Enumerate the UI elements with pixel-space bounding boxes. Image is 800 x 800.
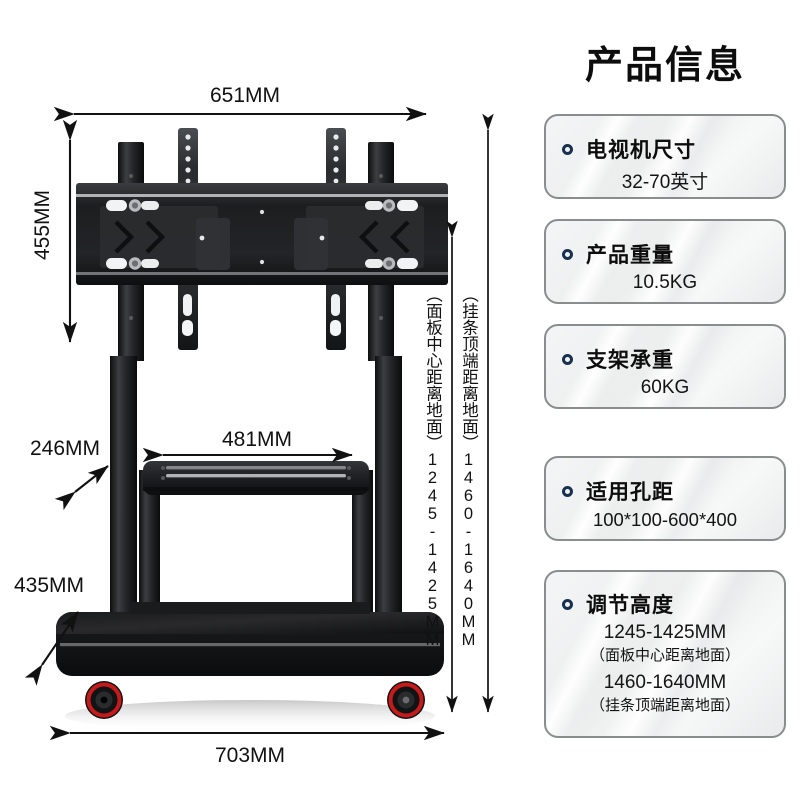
dimension-label-base-width: 703MM	[215, 744, 286, 767]
info-card-value: 10.5KG	[632, 272, 698, 293]
info-card-adjustable-height: 调节高度 1245-1425MM （面板中心距离地面） 1460-1640MM …	[544, 570, 786, 738]
caster-wheel-left	[85, 681, 123, 719]
info-card-subtext-secondary: （挂条顶端距离地面）	[589, 697, 740, 714]
info-card-title: 电视机尺寸	[586, 139, 696, 162]
bullet-icon	[562, 143, 573, 155]
info-card-value: 32-70英寸	[621, 172, 709, 193]
base-platform	[56, 602, 444, 676]
bullet-icon	[562, 598, 573, 610]
bullet-icon	[562, 248, 573, 260]
product-info-panel: 产品信息 电视机尺寸 32-70英寸 产品重量 10.5KG 支架承重 60KG	[530, 0, 800, 800]
info-card-load-capacity: 支架承重 60KG	[544, 324, 786, 409]
dimension-label-top-width: 651MM	[210, 84, 281, 107]
dimension-base-height	[24, 611, 79, 686]
tv-mount-bracket	[76, 183, 448, 285]
info-card-value-primary: 1245-1425MM	[603, 622, 727, 643]
vertical-label-hanger-top: （挂条顶端距离地面）1460-1640MM	[459, 286, 478, 649]
caster-wheel-right	[387, 681, 425, 719]
info-card-title: 调节高度	[586, 594, 674, 617]
dimension-label-column-depth: 246MM	[30, 437, 101, 460]
bullet-icon	[562, 353, 573, 365]
info-card-product-weight: 产品重量 10.5KG	[544, 219, 786, 304]
dimension-label-bracket-height: 455MM	[31, 190, 54, 261]
bullet-icon	[562, 485, 573, 497]
product-dimension-diagram: 651MM 455MM 481MM 246MM 435MM 703MM （面板中…	[14, 84, 494, 767]
info-card-subtext-primary: （面板中心距离地面）	[589, 647, 740, 664]
info-card-title: 产品重量	[586, 244, 674, 267]
vertical-label-panel-center: （面板中心距离地面）1245-1425MM	[423, 286, 442, 649]
info-card-value: 60KG	[640, 377, 690, 398]
dimension-column-depth	[54, 465, 109, 511]
accessory-shelf	[143, 461, 369, 495]
info-card-title: 适用孔距	[586, 481, 674, 504]
info-card-vesa-pattern: 适用孔距 100*100-600*400	[544, 456, 786, 541]
info-card-value-secondary: 1460-1640MM	[603, 672, 727, 693]
page-title: 产品信息	[584, 45, 745, 87]
info-card-value: 100*100-600*400	[592, 509, 738, 530]
dimension-label-shelf-width: 481MM	[222, 428, 293, 451]
dimension-label-base-height: 435MM	[14, 574, 85, 597]
info-card-tv-size: 电视机尺寸 32-70英寸	[544, 114, 786, 199]
info-card-title: 支架承重	[586, 349, 674, 372]
